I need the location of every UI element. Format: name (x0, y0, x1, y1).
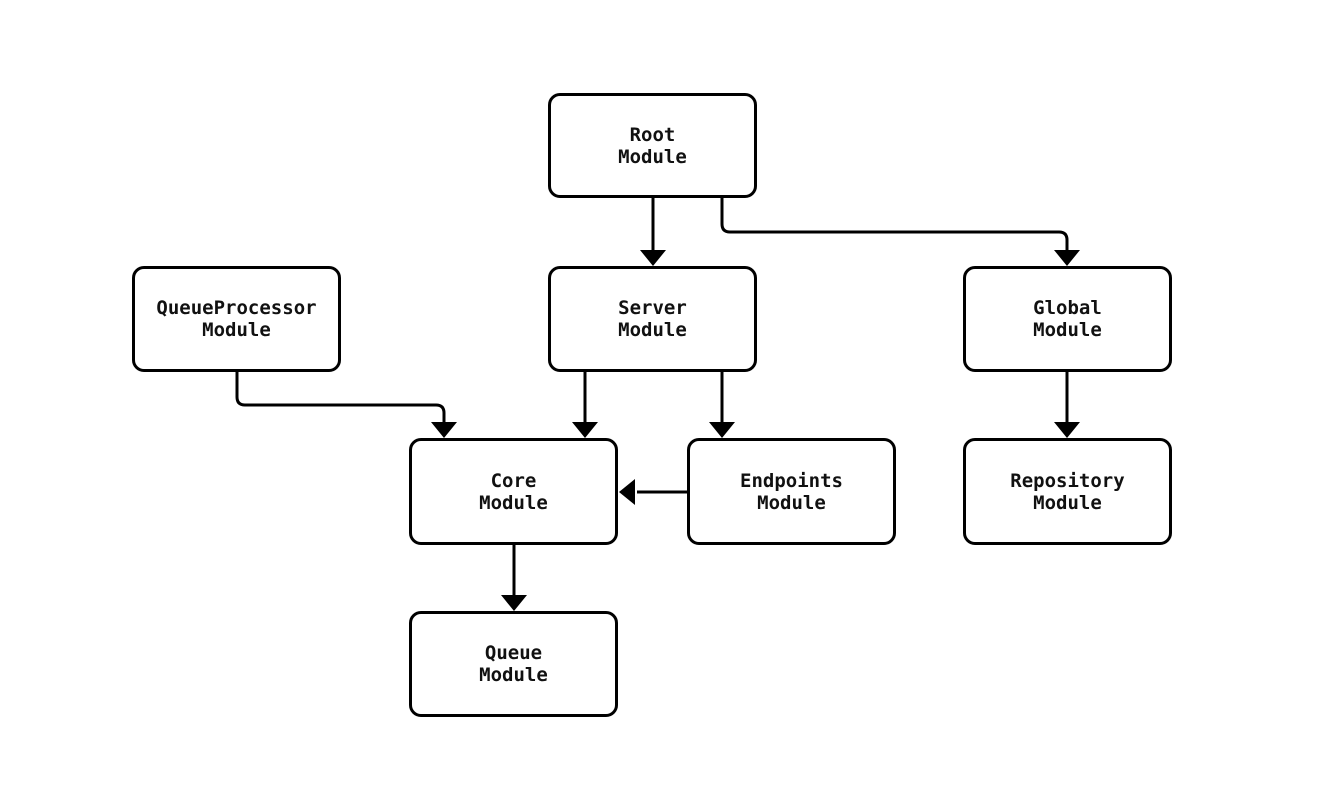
arrowhead-endpoints-core (619, 479, 635, 505)
node-server-module: Server Module (548, 266, 757, 372)
node-repository-module: Repository Module (963, 438, 1172, 545)
node-global-module: Global Module (963, 266, 1172, 372)
arrowhead-queueprocessor-core (431, 422, 457, 438)
node-queue-module: Queue Module (409, 611, 618, 717)
arrowhead-root-global (1054, 250, 1080, 266)
node-global-module-label: Global Module (1033, 297, 1102, 341)
node-queueprocessor-module-label: QueueProcessor Module (156, 297, 317, 341)
node-queue-module-label: Queue Module (479, 642, 548, 686)
arrowhead-global-repository (1054, 422, 1080, 438)
node-repository-module-label: Repository Module (1010, 469, 1125, 514)
node-endpoints-module: Endpoints Module (687, 438, 896, 545)
node-root-module: Root Module (548, 93, 757, 198)
node-core-module: Core Module (409, 438, 618, 545)
arrowhead-server-core (572, 422, 598, 438)
node-endpoints-module-label: Endpoints Module (740, 469, 843, 514)
edge-queueprocessor-core (235, 372, 446, 422)
node-root-module-label: Root Module (618, 123, 687, 168)
node-server-module-label: Server Module (618, 297, 687, 341)
arrowhead-server-endpoints (709, 422, 735, 438)
node-core-module-label: Core Module (479, 469, 548, 514)
node-queueprocessor-module: QueueProcessor Module (132, 266, 341, 372)
arrowhead-core-queue (501, 595, 527, 611)
edge-root-global (720, 198, 1069, 250)
arrowhead-root-server (640, 250, 666, 266)
